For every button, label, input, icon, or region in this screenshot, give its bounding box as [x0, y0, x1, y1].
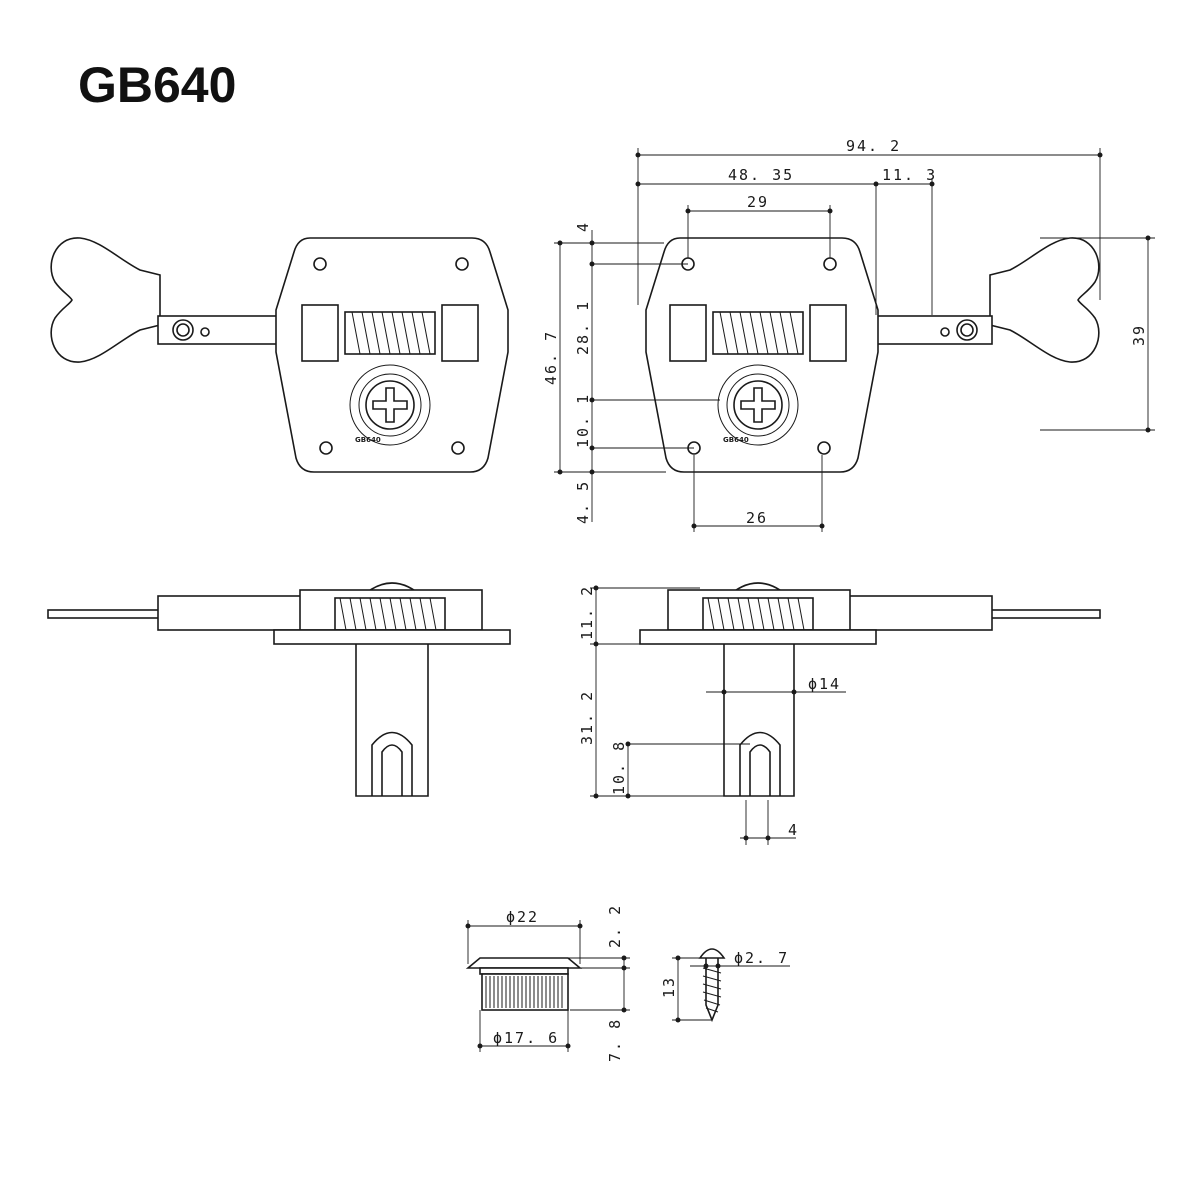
screw-hole — [455, 257, 469, 271]
dim-plate-height: 46. 7 — [542, 330, 560, 385]
dim-shaft-to-lower: 10. 1 — [574, 393, 592, 448]
dim-screw-head: ϕ2. 7 — [734, 949, 789, 967]
dim-screw-length: 13 — [660, 976, 678, 998]
gear-marking-left: GB640 — [355, 436, 381, 444]
dim-shaft-offset: 11. 3 — [882, 166, 937, 184]
drawing-title: GB640 — [78, 57, 237, 113]
screw-hole — [451, 441, 465, 455]
front-view-right: GB640 — [645, 237, 1100, 473]
dim-key-width: 39 — [1130, 324, 1148, 346]
dim-slot-width: 4 — [788, 821, 799, 839]
baseplate-left — [275, 237, 509, 473]
dim-bushing-flange: 2. 2 — [606, 904, 624, 948]
dim-bottom-hole-spacing: 26 — [746, 509, 768, 527]
dim-hole-to-shaft: 28. 1 — [574, 300, 592, 355]
gear-marking-right: GB640 — [723, 436, 749, 444]
key-button-left — [50, 237, 161, 363]
key-button-right — [989, 237, 1100, 363]
dim-post-length: 31. 2 — [578, 690, 596, 745]
dimension-labels: 94. 2 48. 35 11. 3 29 26 4 ϕ14 ϕ22 ϕ17. … — [493, 137, 1148, 1062]
baseplate-right — [645, 237, 879, 473]
mounting-screw — [698, 948, 726, 1023]
dimension-lines — [465, 148, 1155, 1052]
screw-hole — [313, 257, 327, 271]
side-view-right — [639, 582, 1101, 797]
dim-bushing-height: 7. 8 — [606, 1018, 624, 1062]
dim-top-edge: 4 — [574, 221, 592, 232]
bushing — [465, 957, 583, 1011]
dim-overall-length: 94. 2 — [846, 137, 901, 155]
dim-gear-height: 11. 2 — [578, 585, 596, 640]
dim-bottom-edge: 4. 5 — [574, 480, 592, 524]
post-left — [355, 644, 429, 797]
side-view-left — [47, 582, 511, 797]
dim-bushing-inner: ϕ17. 6 — [493, 1029, 559, 1047]
dim-post-diameter: ϕ14 — [808, 675, 841, 693]
dim-plate-to-post: 48. 35 — [728, 166, 794, 184]
dim-slot-depth: 10. 8 — [610, 740, 628, 795]
post-right — [723, 644, 795, 797]
screw-hole — [817, 441, 831, 455]
dim-bushing-outer: ϕ22 — [506, 908, 539, 926]
front-view-left: GB640 — [50, 237, 509, 473]
dim-top-hole-spacing: 29 — [747, 193, 769, 211]
screw-hole — [319, 441, 333, 455]
